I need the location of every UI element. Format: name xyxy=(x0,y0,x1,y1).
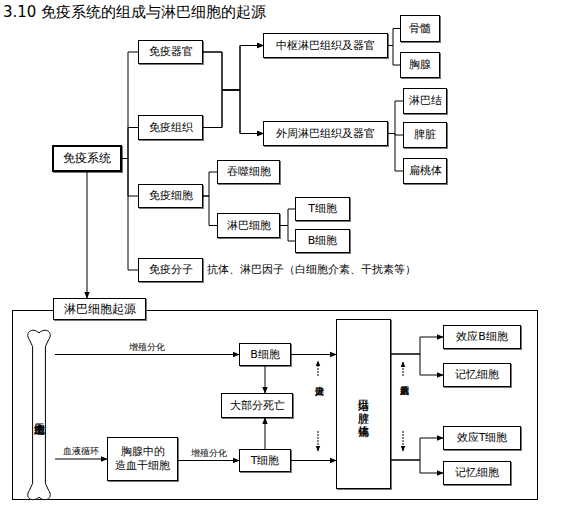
process-box: 免疫组织 xyxy=(138,115,203,140)
connector xyxy=(265,366,266,393)
node-text: 淋巴结 脾脏 扁桃体 xyxy=(357,391,371,417)
node-text: 免疫系统 xyxy=(63,151,111,166)
process-box: 记忆细胞 xyxy=(443,363,511,387)
node-text: 脾脏 xyxy=(414,128,436,142)
bone-outline xyxy=(23,327,55,503)
process-box: T细胞 xyxy=(295,197,350,221)
process-box: 大部分死亡 xyxy=(221,393,293,418)
connector xyxy=(55,354,239,355)
edge-label: 增殖分化 xyxy=(191,447,227,460)
connector xyxy=(388,101,403,134)
frame-heading: 淋巴细胞起源 xyxy=(53,298,146,320)
process-box: 免疫器官 xyxy=(138,40,203,64)
node-text: 效应T细胞 xyxy=(457,431,508,445)
process-box: 效应T细胞 xyxy=(443,426,521,450)
process-box: 免疫系统 xyxy=(52,145,122,172)
connector xyxy=(122,159,138,271)
edge-label: 血液循环 xyxy=(63,445,99,458)
node-text: 免疫分子 xyxy=(149,263,193,277)
connector xyxy=(203,46,263,91)
process-box: 骨髓 xyxy=(400,15,440,42)
node-text: 记忆细胞 xyxy=(455,368,499,382)
connector xyxy=(203,46,263,128)
process-box: 胸腺中的 造血干细胞 xyxy=(107,437,178,481)
connector xyxy=(391,460,443,473)
hint-arrow xyxy=(318,431,319,451)
node-text: 免疫细胞 xyxy=(149,189,193,203)
node-text: 记忆细胞 xyxy=(455,466,499,480)
connector xyxy=(391,438,443,460)
process-box: 胸腺 xyxy=(400,52,440,78)
process-box: T细胞 xyxy=(239,449,291,472)
connector xyxy=(391,354,443,375)
node-text: 中枢淋巴组织及器官 xyxy=(276,39,375,53)
process-box: 记忆细胞 xyxy=(443,461,511,485)
hint-arrow xyxy=(403,431,404,451)
node-text: 效应B细胞 xyxy=(456,330,508,344)
bone-shape: 造血干细胞 xyxy=(23,327,55,503)
node-text: B细胞 xyxy=(250,348,280,362)
node-text: 淋巴结 xyxy=(409,94,442,108)
node-text: T细胞 xyxy=(251,454,280,468)
process-box: 扁桃体 xyxy=(403,158,447,184)
bone-path xyxy=(28,330,51,499)
edge-label: 增殖分化 xyxy=(129,341,165,354)
node-text: 大部分死亡 xyxy=(230,399,285,413)
node-text: T细胞 xyxy=(308,202,337,216)
process-box: 效应B细胞 xyxy=(443,325,521,349)
connector xyxy=(391,337,443,354)
process-box: 免疫分子 xyxy=(138,258,203,282)
node-text: 胸腺 xyxy=(409,58,431,72)
hint-arrow xyxy=(318,361,319,376)
node-text: 外周淋巴组织及器官 xyxy=(276,127,375,141)
annotation: 抗体、淋巴因子（白细胞介素、干扰素等） xyxy=(207,262,416,277)
connector xyxy=(55,459,107,460)
diagram-title: 3.10 免疫系统的组成与淋巴细胞的起源 xyxy=(3,3,266,22)
connector xyxy=(203,90,263,134)
connector xyxy=(291,460,336,461)
connector xyxy=(388,29,400,46)
node-text: 扁桃体 xyxy=(409,164,442,178)
process-box: 中枢淋巴组织及器官 xyxy=(263,33,388,58)
process-box: 免疫细胞 xyxy=(138,184,203,208)
hint-arrow xyxy=(403,362,404,376)
connector xyxy=(122,159,138,197)
connector xyxy=(388,134,403,136)
process-box: 淋巴结 脾脏 扁桃体 xyxy=(336,319,391,489)
node-text: 骨髓 xyxy=(409,22,431,36)
connector xyxy=(178,460,239,461)
connector xyxy=(122,128,138,159)
connector xyxy=(388,134,403,172)
node-text: B细胞 xyxy=(308,234,338,248)
node-text: 免疫组织 xyxy=(149,121,193,135)
process-box: 外周淋巴组织及器官 xyxy=(263,121,388,146)
connector xyxy=(291,354,336,355)
process-box: 淋巴细胞 xyxy=(217,213,280,238)
process-box: B细胞 xyxy=(295,229,350,253)
connector xyxy=(265,418,266,449)
node-text: 免疫器官 xyxy=(149,45,193,59)
node-text: 吞噬细胞 xyxy=(227,165,271,179)
process-box: B细胞 xyxy=(239,343,291,366)
node-text: 胸腺中的 造血干细胞 xyxy=(108,445,177,473)
connector xyxy=(122,52,138,159)
connector xyxy=(280,226,295,242)
process-box: 脾脏 xyxy=(403,122,447,148)
connector xyxy=(203,196,217,226)
group-frame: 淋巴细胞起源造血干细胞B细胞大部分死亡胸腺中的 造血干细胞T细胞淋巴结 脾脏 扁… xyxy=(12,310,538,500)
process-box: 淋巴结 xyxy=(403,88,447,114)
connector xyxy=(203,52,263,134)
node-text: 淋巴细胞 xyxy=(227,219,271,233)
connector xyxy=(203,172,217,196)
connector xyxy=(388,46,400,66)
connector xyxy=(87,172,88,298)
process-box: 吞噬细胞 xyxy=(217,160,280,184)
connector xyxy=(280,209,295,226)
